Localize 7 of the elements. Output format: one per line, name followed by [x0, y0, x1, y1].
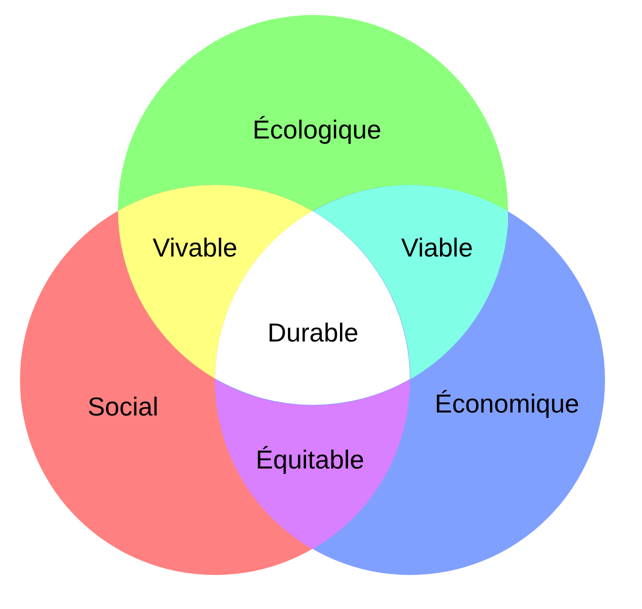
region-label: Économique: [434, 390, 580, 418]
region-label: Social: [88, 392, 158, 422]
region-label: Viable: [401, 234, 473, 262]
region-label: Vivable: [152, 234, 238, 262]
region-label: Écologique: [252, 116, 382, 144]
region-label: Équitable: [256, 446, 364, 474]
region-label: Durable: [267, 318, 359, 348]
